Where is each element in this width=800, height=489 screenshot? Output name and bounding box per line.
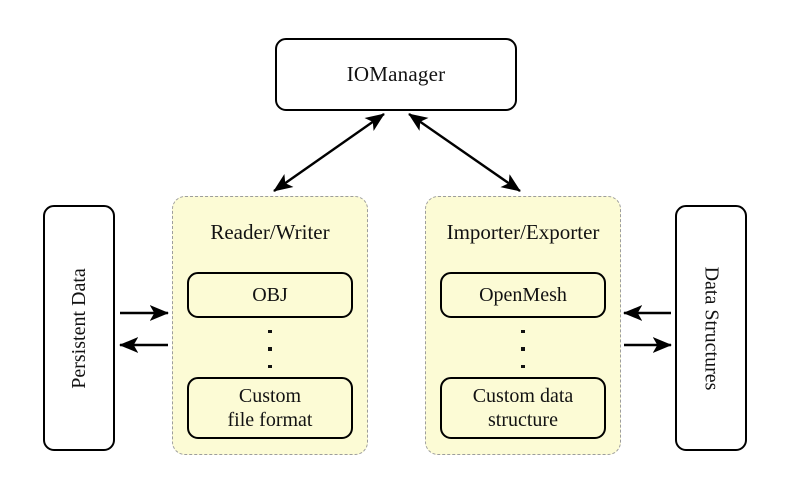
importer-exporter-title: Importer/Exporter	[446, 220, 600, 244]
reader-writer-ellipsis-icon	[173, 330, 367, 368]
importer-exporter-ellipsis-icon	[426, 330, 620, 368]
persistent-data-box[interactable]: Persistent Data	[43, 205, 115, 451]
custom-data-structure-line2: structure	[488, 409, 558, 431]
reader-writer-panel[interactable]: Reader/Writer OBJ Custom file format	[172, 196, 368, 455]
data-structures-box[interactable]: Data Structures	[675, 205, 747, 451]
reader-writer-title: Reader/Writer	[210, 220, 330, 244]
importer-exporter-item-custom-data-structure-label: Custom data structure	[473, 384, 574, 433]
importer-exporter-item-openmesh-label: OpenMesh	[479, 283, 567, 306]
custom-data-structure-line1: Custom data	[472, 384, 574, 407]
arrow-manager-importer-exporter	[408, 113, 521, 192]
io-manager-label: IOManager	[346, 62, 446, 87]
reader-writer-item-custom-file-format-label: Custom file format	[228, 384, 313, 433]
importer-exporter-item-openmesh[interactable]: OpenMesh	[440, 272, 606, 318]
data-structures-label: Data Structures	[700, 266, 723, 390]
custom-file-format-line1: Custom	[238, 384, 302, 407]
importer-exporter-item-custom-data-structure[interactable]: Custom data structure	[440, 377, 606, 439]
io-manager-box[interactable]: IOManager	[275, 38, 517, 111]
reader-writer-item-obj-label: OBJ	[252, 283, 288, 306]
arrow-manager-reader-writer	[273, 113, 385, 192]
custom-file-format-line2: file format	[227, 409, 313, 431]
reader-writer-item-obj[interactable]: OBJ	[187, 272, 353, 318]
importer-exporter-panel[interactable]: Importer/Exporter OpenMesh Custom data s…	[425, 196, 621, 455]
persistent-data-label: Persistent Data	[67, 267, 90, 389]
reader-writer-item-custom-file-format[interactable]: Custom file format	[187, 377, 353, 439]
